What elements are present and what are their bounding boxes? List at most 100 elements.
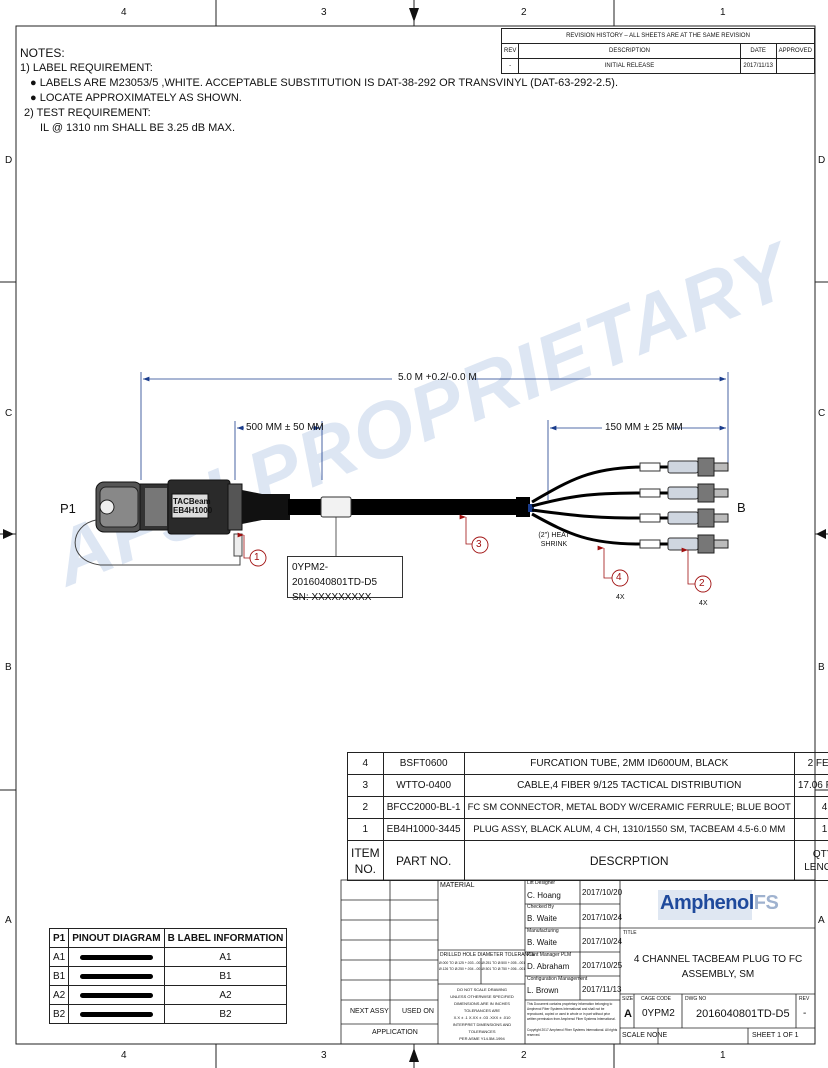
signoff-date: 2017/10/20 — [582, 888, 623, 897]
notes-title: NOTES: — [20, 46, 65, 60]
signoff-date: 2017/11/13 — [582, 985, 622, 994]
dwg-no-value: 2016040801TD-D5 — [696, 1008, 790, 1020]
zone-left-a: A — [5, 915, 12, 926]
pinout-table: P1 PINOUT DIAGRAM B LABEL INFORMATION A1… — [48, 928, 288, 1024]
zone-left-b: B — [5, 662, 12, 673]
rev-cell: - — [500, 58, 520, 74]
note-line: ● LOCATE APPROXIMATELY AS SHOWN. — [30, 92, 242, 104]
material-label: MATERIAL — [440, 882, 475, 889]
zone-left-d: D — [5, 155, 13, 166]
signoff-name: B. Waite — [527, 914, 557, 923]
pinout-cell: B2 — [48, 1004, 70, 1024]
size-value: A — [624, 1008, 632, 1020]
company-logo: AmphenolFS — [660, 892, 779, 915]
scale-text: SCALE NONE — [622, 1032, 668, 1039]
general-notes: DO NOT SCALE DRAWING UNLESS OTHERWISE SP… — [440, 986, 524, 1042]
tacbeam-plug-connector — [74, 479, 290, 566]
drawing-title: 4 CHANNEL TACBEAM PLUG TO FC ASSEMBLY, S… — [633, 954, 803, 980]
breakout-legs — [531, 462, 668, 549]
cage-value: 0YPM2 — [642, 1008, 675, 1019]
notes: NOTES: 1) LABEL REQUIREMENT: ● LABELS AR… — [20, 46, 618, 136]
title-label: TITLE — [623, 930, 637, 936]
rev-label: REV — [799, 996, 810, 1002]
rev-cell: INITIAL RELEASE — [518, 58, 741, 74]
company-name: Amphenol — [660, 892, 754, 914]
rev-cell — [775, 58, 816, 74]
zone-right-b: B — [818, 662, 825, 673]
revision-table: REVISION HISTORY – ALL SHEETS ARE AT THE… — [500, 28, 816, 74]
general-note: INTERPRET DIMENSIONS AND TOLERANCES — [452, 1022, 512, 1034]
zone-left-c: C — [5, 408, 13, 419]
fc-connectors — [667, 457, 729, 554]
heat-shrink-text: (2") HEAT SHRINK — [538, 532, 570, 548]
balloon-1-text: 1 — [254, 552, 260, 563]
signoff-name: C. Hoang — [527, 891, 561, 900]
zone-top-2: 2 — [521, 7, 527, 18]
company-suffix: FS — [753, 892, 779, 914]
tolerance-row: Ø.251 TO Ø.500 +.005 -.001 — [482, 961, 526, 965]
bom-header: DESCRPTION — [463, 840, 795, 881]
label-dimension-text: 500 MM ± 50 MM — [246, 422, 324, 433]
overall-dimension — [140, 372, 729, 480]
general-note: X.X ± .1 X.XX ± .03 .XXX ± .010 — [453, 1015, 511, 1020]
tolerance-row: Ø.000 TO Ø.125 +.003 -.001 — [439, 961, 483, 965]
general-note: DIMENSIONS ARE IN INCHES — [454, 1001, 510, 1006]
connector-marking: TACBeam EB4H1000 — [173, 497, 212, 515]
proprietary-text: This Document contains proprietary infor… — [527, 1002, 616, 1021]
general-note: PER ASME Y14.5M-1994 — [459, 1036, 505, 1041]
zone-bottom-3: 3 — [321, 1050, 327, 1061]
zone-right-a: A — [818, 915, 825, 926]
signoff-date: 2017/10/25 — [582, 961, 623, 970]
signoff-role: Plant Manager PLM — [527, 952, 572, 958]
tolerance-row: Ø.501 TO Ø.750 +.006 -.001 — [482, 967, 526, 971]
signoff-name: B. Waite — [527, 938, 557, 947]
application-label: APPLICATION — [372, 1029, 418, 1036]
dwg-no-label: DWG NO — [685, 996, 707, 1002]
note-line: 1) LABEL REQUIREMENT: — [20, 62, 153, 74]
sheet-text: SHEET 1 OF 1 — [752, 1032, 799, 1039]
main-cable — [288, 496, 534, 518]
zone-right-d: D — [818, 155, 826, 166]
cable-label-line2: SN: XXXXXXXXX — [292, 592, 372, 603]
signoff-date: 2017/10/24 — [582, 913, 623, 922]
bill-of-materials: 4 BSFT0600 FURCATION TUBE, 2MM ID600UM, … — [347, 752, 828, 881]
note-line: 2) TEST REQUIREMENT: — [24, 107, 151, 119]
tolerance-rows: Ø.000 TO Ø.125 +.003 -.001 Ø.126 TO Ø.25… — [439, 960, 482, 972]
note-line: IL @ 1310 nm SHALL BE 3.25 dB MAX. — [40, 122, 236, 134]
size-label: SIZE — [622, 996, 634, 1002]
note-text: LOCATE APPROXIMATELY AS SHOWN. — [39, 92, 242, 104]
signoff-name: L. Brown — [527, 986, 559, 995]
tolerance-title: DRILLED HOLE DIAMETER TOLERANCE — [440, 952, 536, 958]
breakout-dimension — [547, 420, 726, 500]
cage-label: CAGE CODE — [641, 996, 672, 1002]
signoff-role: Checked By — [527, 904, 554, 910]
bom-header-row: ITEM NO. PART NO. DESCRPTION QTY/ LENGTH — [347, 840, 828, 881]
note-text: LABELS ARE M23053/5 ,WHITE. ACCEPTABLE S… — [39, 77, 619, 89]
label-dimension — [234, 421, 323, 480]
balloon-3-text: 3 — [476, 539, 482, 550]
company-logo-bg — [658, 890, 752, 920]
connector-model: EB4H1000 — [173, 506, 213, 515]
next-assy-label: NEXT ASSY — [350, 1008, 389, 1015]
balloon-2-text: 2 — [699, 578, 705, 589]
bom-row: 1 EB4H1000-3445 PLUG ASSY, BLACK ALUM, 4… — [347, 818, 828, 841]
balloon-4-text: 4 — [616, 572, 622, 583]
zone-bottom-2: 2 — [521, 1050, 527, 1061]
zone-top-4: 4 — [121, 7, 127, 18]
tolerance-rows: Ø.251 TO Ø.500 +.005 -.001 Ø.501 TO Ø.75… — [482, 960, 525, 972]
general-note: UNLESS OTHERWISE SPECIFIED — [450, 994, 514, 999]
signoff-role: Lift Designer — [527, 880, 556, 886]
bom-header: PART NO. — [382, 840, 465, 881]
b-label: B — [737, 500, 746, 515]
breakout-dimension-text: 150 MM ± 25 MM — [605, 422, 683, 433]
signoff-date: 2017/10/24 — [582, 937, 623, 946]
pinout-cell: B2 — [163, 1004, 288, 1024]
balloons — [249, 536, 712, 593]
signoff-role: Configuration Management — [527, 976, 588, 982]
rev-value: - — [803, 1008, 807, 1019]
zone-top-1: 1 — [720, 7, 726, 18]
signoff-role: Manufacturing — [527, 928, 559, 934]
connector-brand: TACBeam — [173, 497, 211, 506]
